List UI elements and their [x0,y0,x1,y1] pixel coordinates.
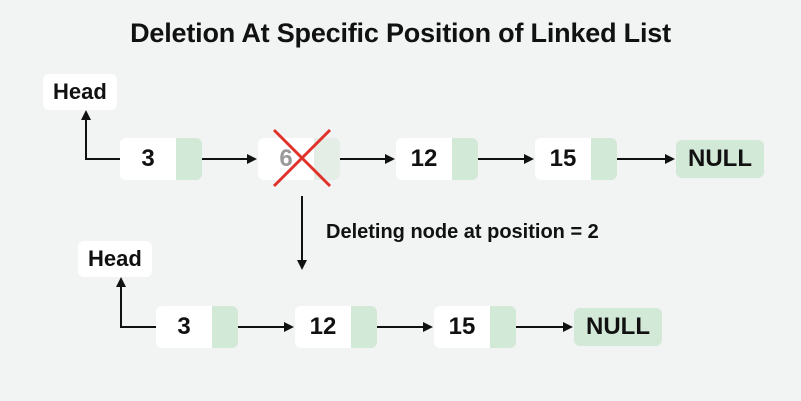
list-node-after-1: 12 [295,306,377,348]
head-label-before: Head [43,74,117,110]
head-label-after: Head [78,241,152,277]
node-pointer [351,306,377,348]
node-pointer [490,306,516,348]
list-node-before-deleted: 6 [258,138,340,180]
list-node-before-0: 3 [120,138,202,180]
list-node-after-0: 3 [156,306,238,348]
head-pointer-arrow-before [81,110,120,160]
list-node-before-2: 12 [396,138,478,180]
list-node-before-3: 15 [535,138,617,180]
null-terminator-before: NULL [676,140,764,178]
node-pointer [452,138,478,180]
node-value: 12 [295,306,351,348]
node-value: 3 [120,138,176,180]
node-value: 3 [156,306,212,348]
diagram-title: Deletion At Specific Position of Linked … [130,18,671,48]
node-pointer [212,306,238,348]
node-pointer [176,138,202,180]
null-terminator-after: NULL [574,308,662,346]
node-value: 15 [535,138,591,180]
node-value: 12 [396,138,452,180]
list-node-after-2: 15 [434,306,516,348]
operation-caption: Deleting node at position = 2 [326,221,599,243]
head-pointer-arrow-after [116,277,156,328]
delete-cross-icon [272,128,332,188]
node-value: 15 [434,306,490,348]
node-pointer [591,138,617,180]
